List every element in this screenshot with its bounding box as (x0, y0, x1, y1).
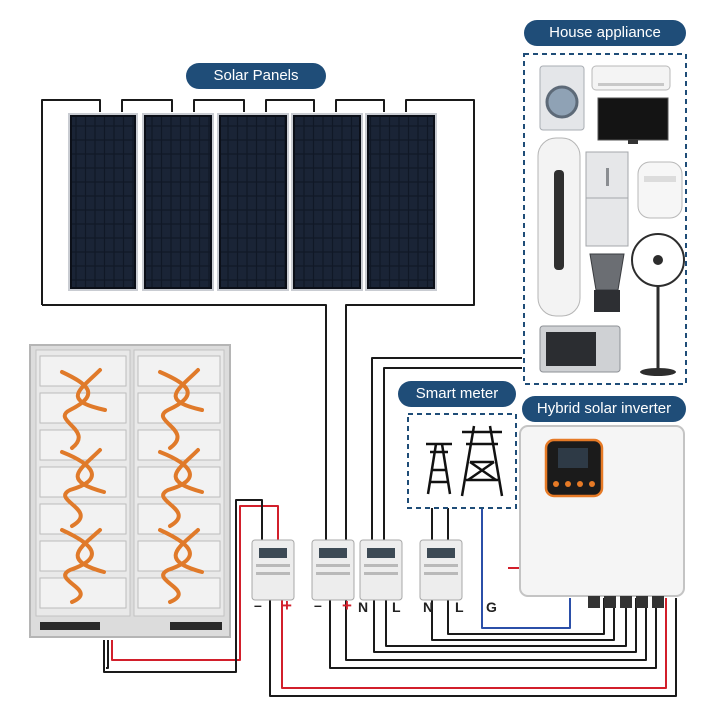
energy-meter-icon (420, 540, 462, 600)
solar-panel-icon (69, 114, 137, 290)
blender-icon (590, 254, 624, 312)
refrigerator-icon (586, 152, 628, 246)
smart-meter-label: Smart meter (398, 381, 516, 407)
meter4-ground-terminal: G (486, 599, 497, 615)
solar-panel-icon (292, 114, 362, 290)
washing-machine-icon (540, 66, 584, 130)
house-appliance-box (524, 54, 686, 384)
meter4-neutral-terminal: N (423, 599, 433, 615)
battery-rack-icon (30, 345, 230, 637)
television-icon (598, 98, 668, 144)
solar-panel-icon (218, 114, 288, 290)
solar-panels-label: Solar Panels (186, 63, 326, 89)
tower-air-conditioner-icon (538, 138, 580, 316)
hybrid-inverter-icon (520, 426, 684, 608)
energy-meter-icon (252, 540, 294, 600)
smart-meter-box (408, 414, 516, 508)
solar-panel-icon (143, 114, 213, 290)
meter3-neutral-terminal: N (358, 599, 368, 615)
energy-meter-icon (312, 540, 354, 600)
inverter-wire-2 (282, 598, 666, 688)
meter2-positive-terminal: + (342, 596, 352, 616)
meter2-negative-terminal: – (314, 597, 322, 613)
solar-panel-array (69, 114, 436, 290)
battery-negative-wire (106, 640, 108, 668)
meter1-positive-terminal: + (282, 596, 292, 616)
house-appliance-label: House appliance (524, 20, 686, 46)
meter4-live-terminal: L (455, 599, 464, 615)
energy-meter-icon (360, 540, 402, 600)
air-fryer-icon (638, 162, 682, 218)
meter1-negative-terminal: – (254, 597, 262, 613)
solar-panel-icon (366, 114, 436, 290)
microwave-icon (540, 326, 620, 372)
hybrid-inverter-label: Hybrid solar inverter (522, 396, 686, 422)
meter3-live-terminal: L (392, 599, 401, 615)
air-conditioner-icon (592, 66, 670, 90)
